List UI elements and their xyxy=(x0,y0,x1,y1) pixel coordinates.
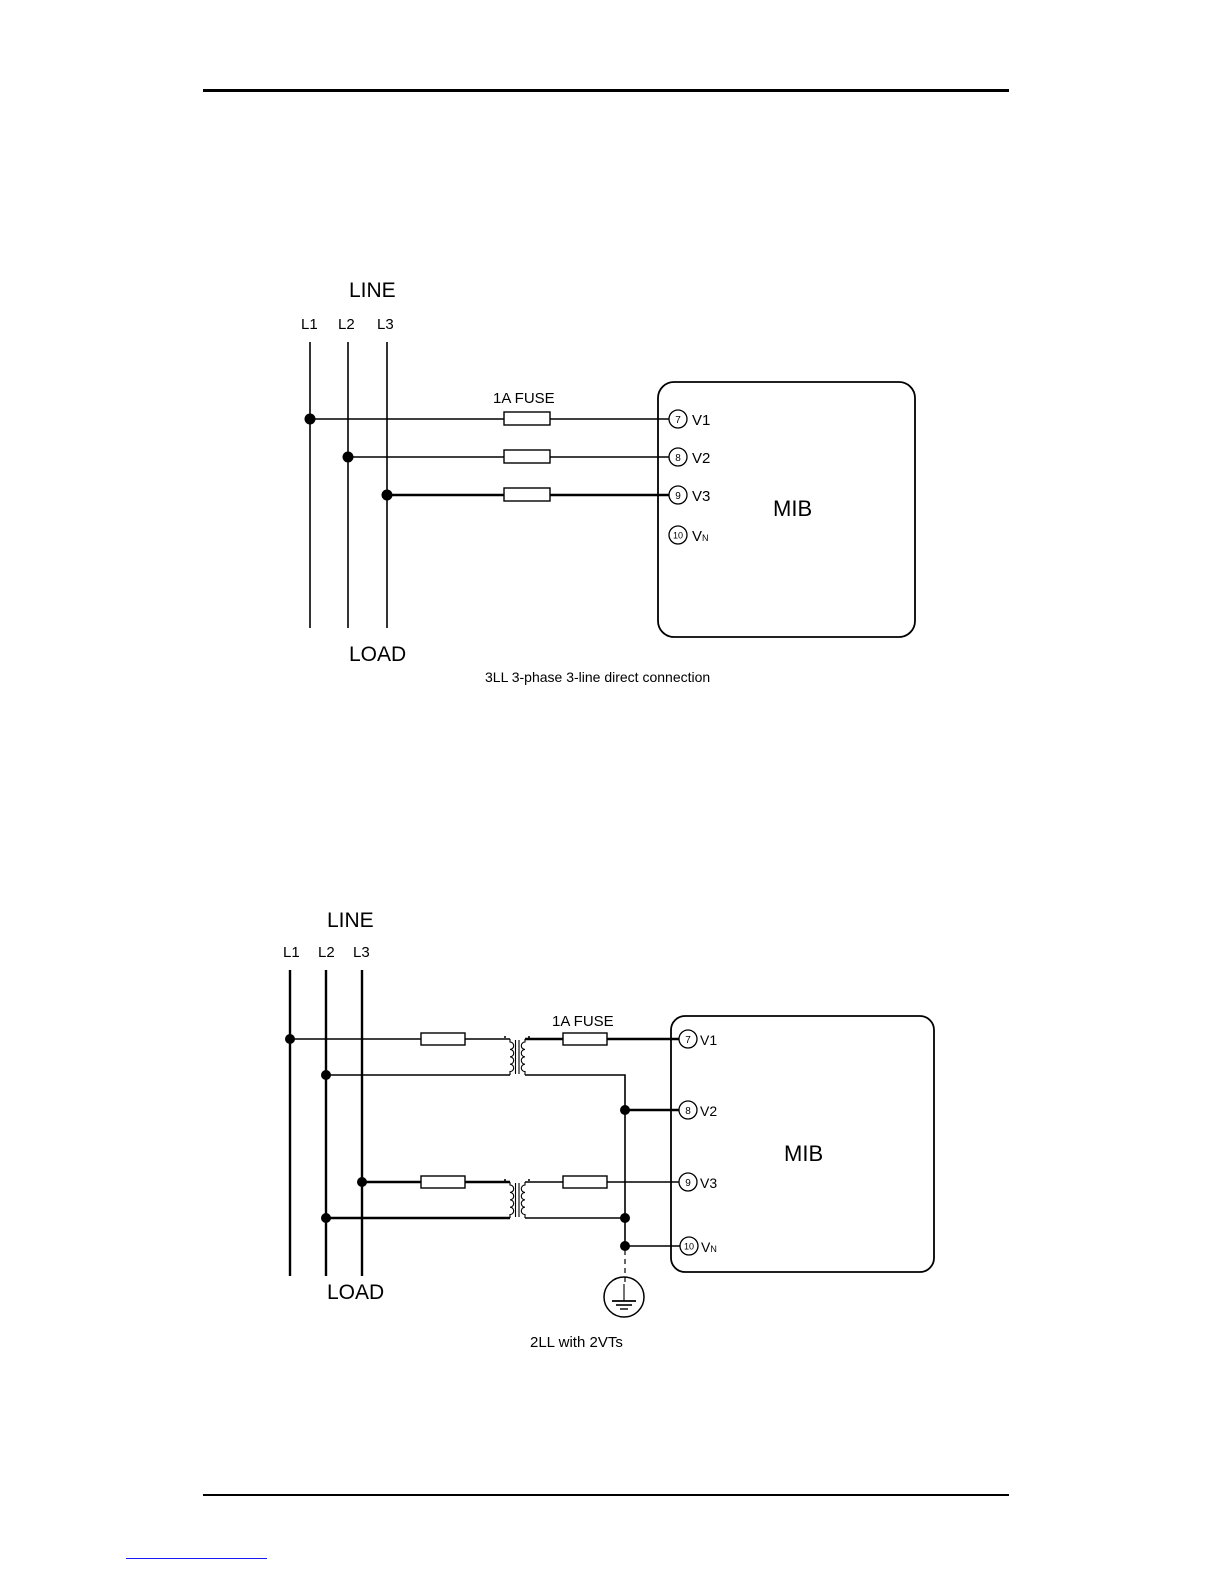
fuse-vt2-primary xyxy=(421,1176,465,1188)
wiring-diagram-2ll-2vt: LINE L1 L2 L3 LOAD 1A FUSE xyxy=(0,0,1224,1400)
terminal-number: 10 xyxy=(684,1242,694,1252)
terminal-number: 8 xyxy=(685,1106,691,1117)
footer-rule xyxy=(203,1494,1009,1496)
load-label: LOAD xyxy=(327,1281,384,1304)
fuse-v3 xyxy=(563,1176,607,1188)
footer-link-underline xyxy=(126,1558,267,1559)
fuse-v1 xyxy=(563,1033,607,1045)
wire-vt1-secondary-return xyxy=(525,1075,625,1246)
junction-dot xyxy=(285,1034,295,1044)
junction-dot xyxy=(620,1213,630,1223)
junction-dot xyxy=(357,1177,367,1187)
junction-dot xyxy=(620,1241,630,1251)
terminal-label-vn: VN xyxy=(701,1239,717,1255)
terminal-number: 9 xyxy=(685,1178,691,1189)
phase-label-l3: L3 xyxy=(353,944,370,961)
terminal-label-v3: V3 xyxy=(700,1175,717,1191)
fuse-label: 1A FUSE xyxy=(552,1013,614,1030)
junction-dot xyxy=(620,1105,630,1115)
terminal-number: 7 xyxy=(685,1035,691,1046)
junction-dot xyxy=(321,1213,331,1223)
junction-dot xyxy=(321,1070,331,1080)
voltage-transformer-1 xyxy=(504,1036,530,1075)
phase-label-l1: L1 xyxy=(283,944,300,961)
voltage-transformer-2 xyxy=(504,1179,530,1218)
line-label: LINE xyxy=(327,909,374,932)
diagram-caption: 2LL with 2VTs xyxy=(530,1334,623,1351)
terminal-label-v1: V1 xyxy=(700,1032,717,1048)
phase-label-l2: L2 xyxy=(318,944,335,961)
device-label: MIB xyxy=(784,1141,823,1166)
terminal-label-v2: V2 xyxy=(700,1103,717,1119)
fuse-vt1-primary xyxy=(421,1033,465,1045)
ground-icon xyxy=(604,1277,644,1317)
